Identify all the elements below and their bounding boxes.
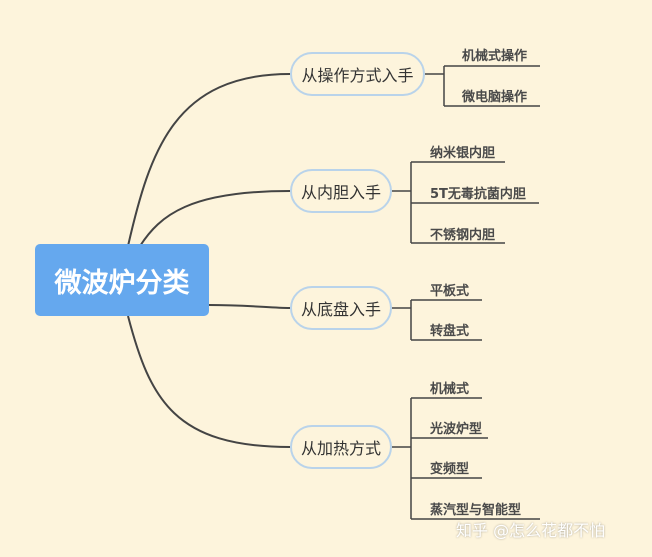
- leaf-node[interactable]: 机械式操作: [462, 49, 528, 64]
- leaf-node[interactable]: 纳米银内胆: [430, 146, 496, 161]
- leaf-node[interactable]: 光波炉型: [430, 422, 483, 437]
- branch-node-heating[interactable]: 从加热方式: [290, 425, 392, 469]
- leaf-node[interactable]: 蒸汽型与智能型: [430, 503, 522, 518]
- connector-root-branch-1: [127, 73, 291, 247]
- leaf-node[interactable]: 5T无毒抗菌内胆: [430, 187, 526, 202]
- connector-root-branch-3: [208, 304, 291, 309]
- branch-node-liner[interactable]: 从内胆入手: [290, 169, 392, 213]
- branch-node-base[interactable]: 从底盘入手: [290, 286, 392, 330]
- watermark: 知乎 @怎么花都不怕: [456, 521, 606, 540]
- leaf-node[interactable]: 微电脑操作: [462, 90, 528, 105]
- leaf-node[interactable]: 平板式: [430, 284, 470, 299]
- connector-root-branch-2: [139, 190, 291, 247]
- leaf-node[interactable]: 机械式: [430, 382, 470, 397]
- branch-node-operation[interactable]: 从操作方式入手: [290, 52, 425, 96]
- root-node[interactable]: 微波炉分类: [35, 244, 209, 316]
- leaf-node[interactable]: 转盘式: [430, 324, 470, 339]
- connector-root-branch-4: [127, 315, 291, 448]
- leaf-node[interactable]: 变频型: [430, 462, 470, 477]
- leaf-node[interactable]: 不锈钢内胆: [430, 228, 496, 243]
